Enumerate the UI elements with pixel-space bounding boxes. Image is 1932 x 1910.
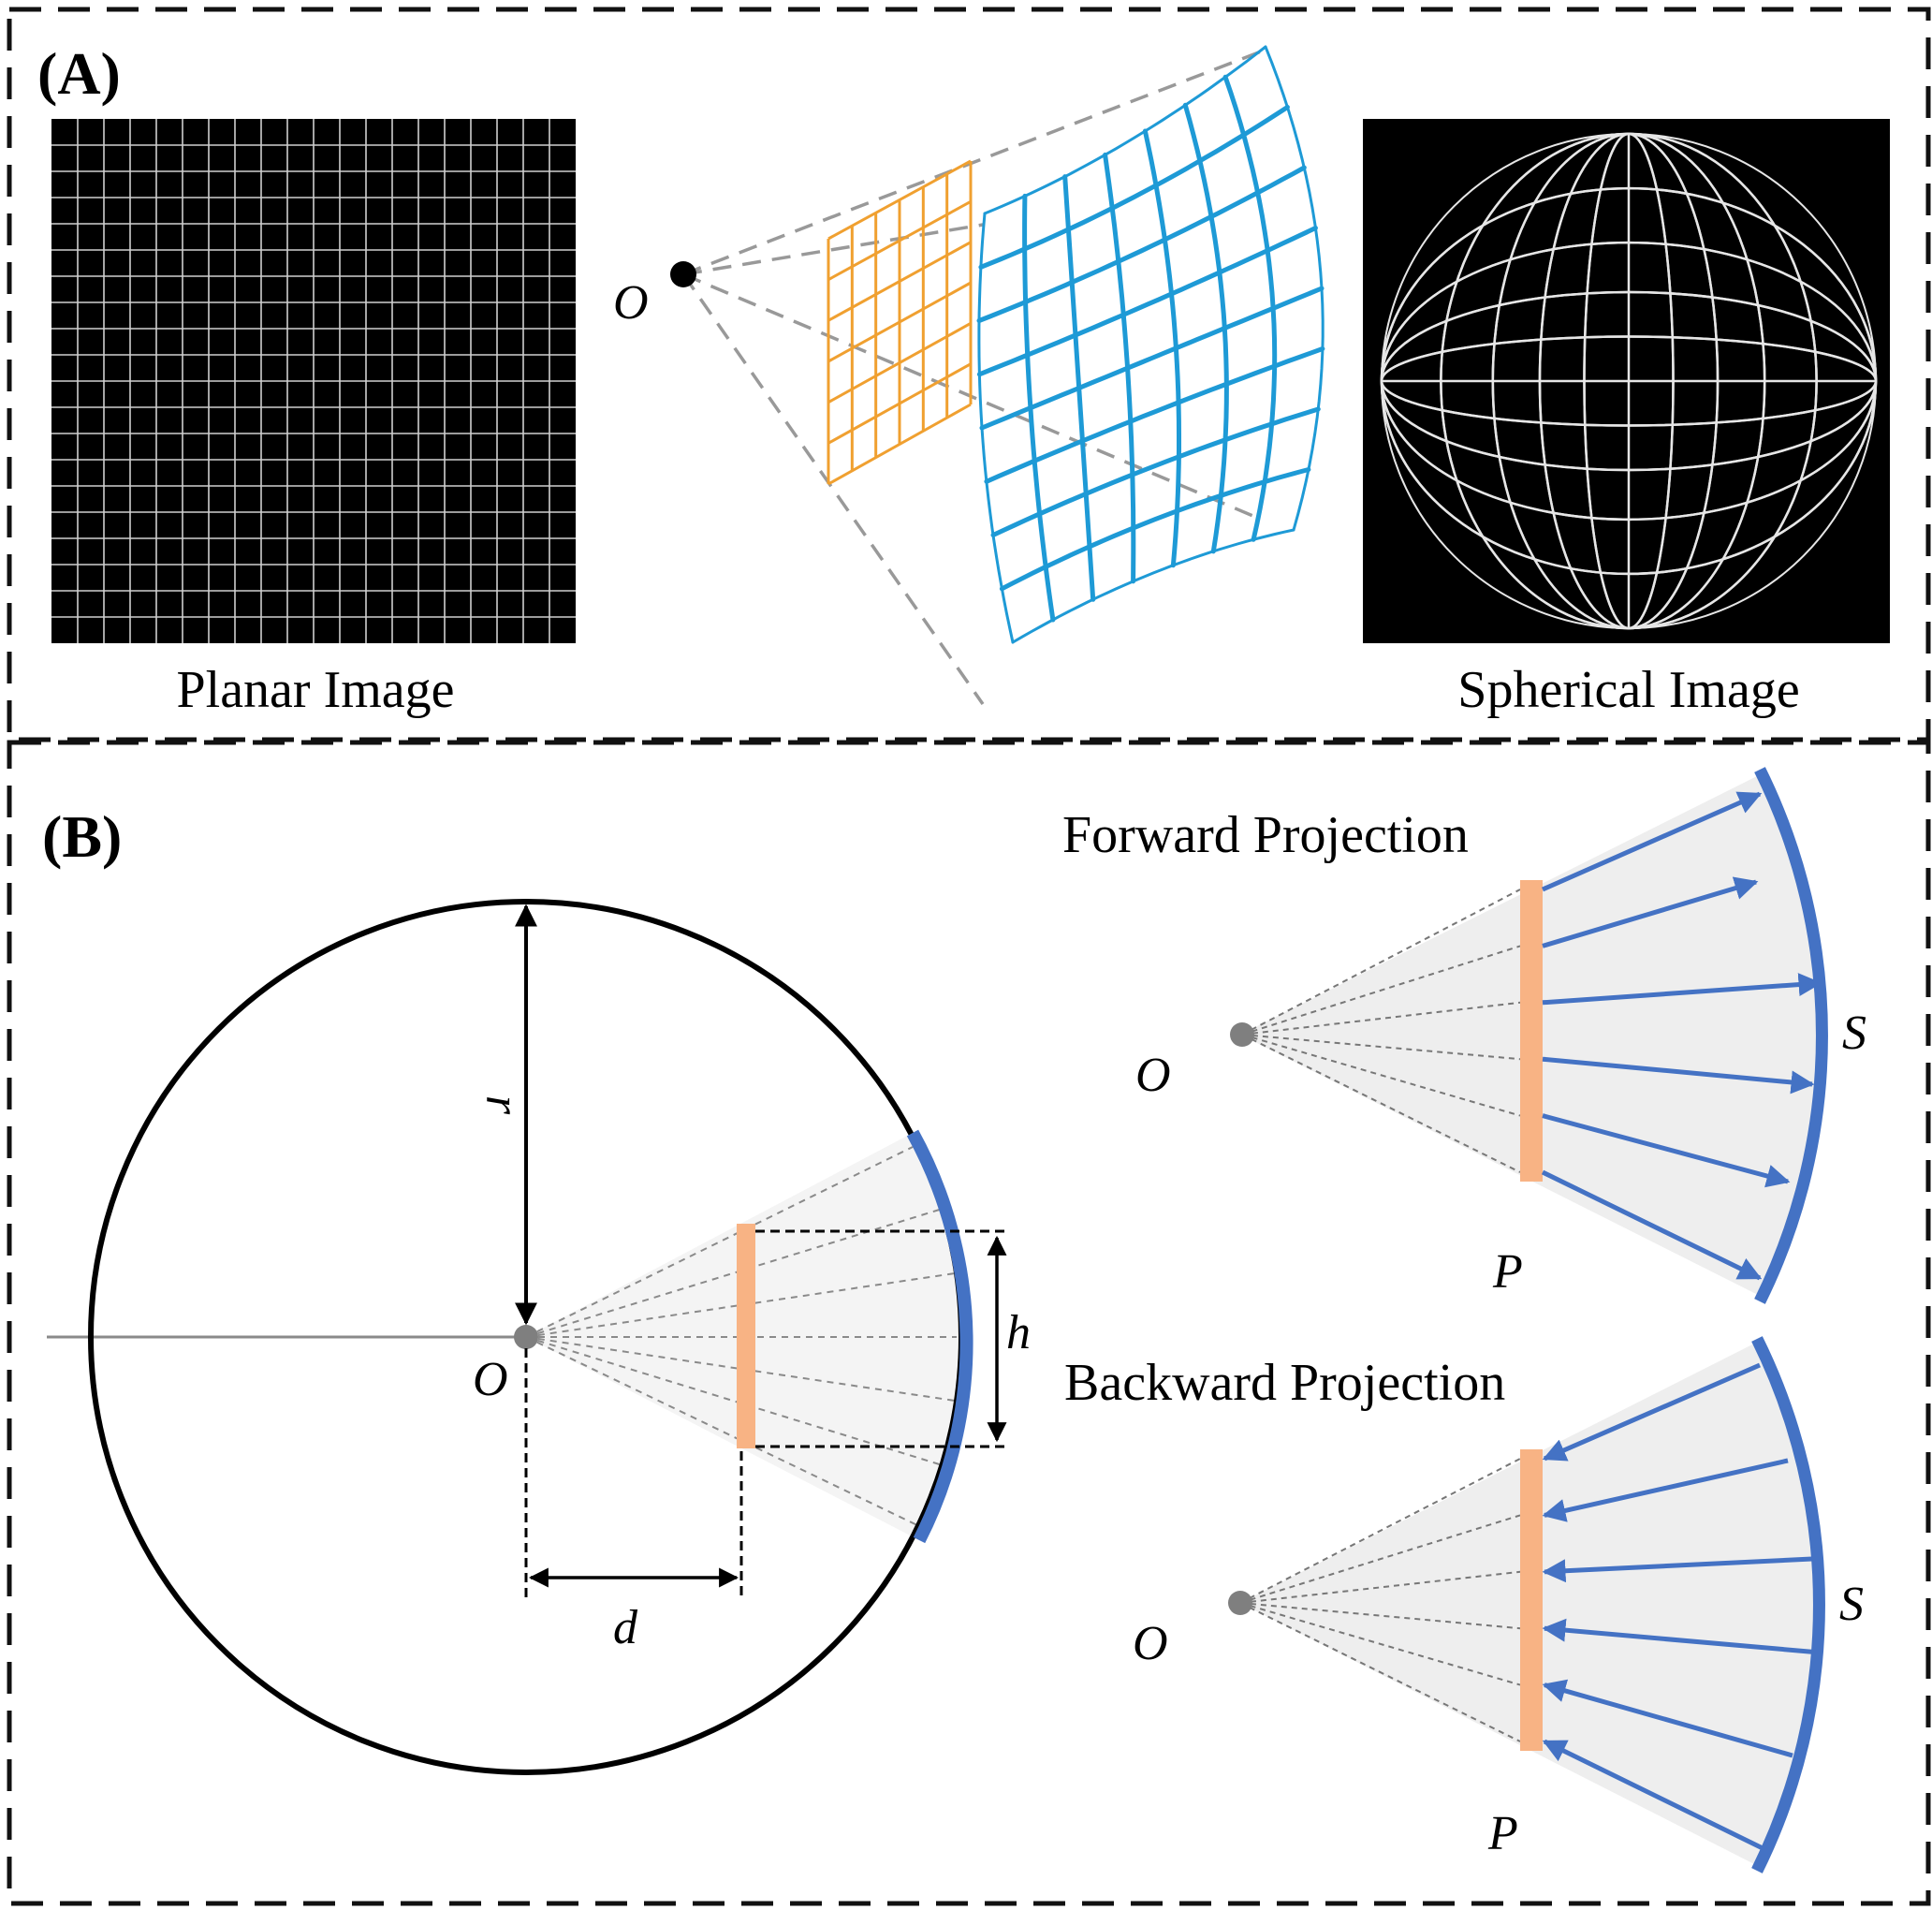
- projection-dashed-ray: [1241, 945, 1521, 1036]
- forward-plane: [1520, 880, 1543, 1182]
- projection-arrow: [1542, 1056, 1815, 1095]
- projection-arrow: [1542, 1556, 1813, 1583]
- height-dimension: [755, 1229, 1006, 1448]
- backward-plane: [1520, 1449, 1543, 1751]
- blue-grid-line: [976, 165, 1307, 323]
- projection-arrow: [1542, 1362, 1761, 1462]
- backward-sphere-arc: [1751, 1336, 1825, 1873]
- sphere-cross-section: O r h d: [47, 899, 1031, 1775]
- planar-image: [51, 119, 576, 643]
- forward-projection: Forward Projection O S P: [1062, 767, 1866, 1304]
- forward-sphere-label: S: [1842, 1006, 1866, 1060]
- backward-dashed-rays: [1239, 1458, 1521, 1742]
- panel-b: (B) O r h: [7, 740, 1931, 1906]
- panel-b-border: [7, 740, 1931, 1906]
- center-point: [514, 1325, 538, 1349]
- origin-point: [670, 261, 696, 287]
- projection-dashed-ray: [1241, 1034, 1521, 1061]
- distance-dimension: [524, 1348, 743, 1601]
- projection-arrow: [1542, 1618, 1821, 1655]
- projection-dashed-ray: [1241, 1001, 1521, 1036]
- forward-sphere-arc: [1754, 767, 1828, 1304]
- backward-projection: Backward Projection O S P: [1064, 1336, 1864, 1873]
- planar-grid: [51, 119, 576, 643]
- blue-grid-line: [978, 105, 1290, 270]
- projection-dashed-ray: [1241, 1034, 1521, 1117]
- orange-planar-grid: [827, 159, 973, 486]
- sphere-outline: [1381, 133, 1877, 629]
- projection-arrow: [1542, 1679, 1793, 1758]
- projection-arrow: [1542, 1739, 1766, 1852]
- forward-plane-label: P: [1492, 1245, 1523, 1299]
- center-label: O: [473, 1353, 508, 1406]
- projection-dashed-ray: [1241, 1034, 1521, 1173]
- spherical-grid: [1380, 132, 1878, 630]
- projection-arrow: [1541, 791, 1763, 892]
- height-label: h: [1006, 1306, 1031, 1359]
- forward-origin-label: O: [1135, 1049, 1171, 1102]
- panel-a-label: (A): [37, 40, 121, 107]
- projection-arrow: [1542, 1113, 1791, 1188]
- projection-arrow: [1542, 973, 1822, 1006]
- backward-origin: [1228, 1591, 1252, 1615]
- backward-sphere-label: S: [1839, 1578, 1864, 1631]
- spherical-caption: Spherical Image: [1457, 661, 1799, 719]
- projection-dashed-ray: [1239, 1514, 1521, 1604]
- panel-b-label: (B): [42, 803, 122, 870]
- projection-rays: [681, 47, 1269, 706]
- sector-rays: [525, 1146, 957, 1527]
- backward-plane-label: P: [1487, 1807, 1518, 1860]
- sector-ray: [525, 1207, 946, 1338]
- forward-arrows: [1541, 791, 1822, 1281]
- projection-dashed-ray: [1239, 1458, 1521, 1604]
- orange-grid-line: [827, 403, 972, 486]
- sphere-arc: [906, 1129, 973, 1544]
- origin-label-a: O: [613, 276, 649, 330]
- projection-dashed-ray: [1239, 1602, 1521, 1742]
- image-plane: [737, 1224, 755, 1448]
- backward-arrows: [1542, 1362, 1821, 1852]
- projection-illustration: O: [613, 45, 1325, 706]
- backward-origin-label: O: [1133, 1617, 1168, 1670]
- radius-label: r: [476, 1095, 529, 1115]
- blue-grid-line: [999, 467, 1311, 592]
- blue-spherical-grid: [976, 45, 1325, 644]
- blue-grid-line: [976, 226, 1318, 377]
- orange-grid-line: [827, 362, 972, 445]
- projection-arrow: [1542, 1458, 1789, 1522]
- panel-a: (A) Planar Image O Sphe: [7, 7, 1931, 742]
- blue-grid-line: [1264, 45, 1325, 532]
- projection-arrow: [1542, 876, 1759, 948]
- projection-dashed-ray: [1239, 1602, 1521, 1686]
- backward-title: Backward Projection: [1064, 1354, 1505, 1412]
- forward-dashed-rays: [1241, 889, 1521, 1173]
- planar-caption: Planar Image: [177, 661, 455, 719]
- spherical-image: [1363, 119, 1890, 643]
- blue-grid-line: [984, 346, 1325, 484]
- projection-arrow: [1541, 1169, 1763, 1281]
- blue-grid-line: [990, 406, 1321, 537]
- blue-grid-line: [1011, 528, 1295, 644]
- blue-grid-line: [979, 286, 1325, 431]
- forward-title: Forward Projection: [1062, 806, 1469, 864]
- blue-grid-line: [983, 45, 1267, 215]
- panel-a-border: [7, 7, 1931, 742]
- sector-ray: [525, 1146, 914, 1338]
- sector-ray: [525, 1336, 946, 1467]
- projection-dashed-ray: [1241, 889, 1521, 1036]
- forward-origin: [1230, 1022, 1254, 1047]
- distance-label: d: [613, 1601, 638, 1654]
